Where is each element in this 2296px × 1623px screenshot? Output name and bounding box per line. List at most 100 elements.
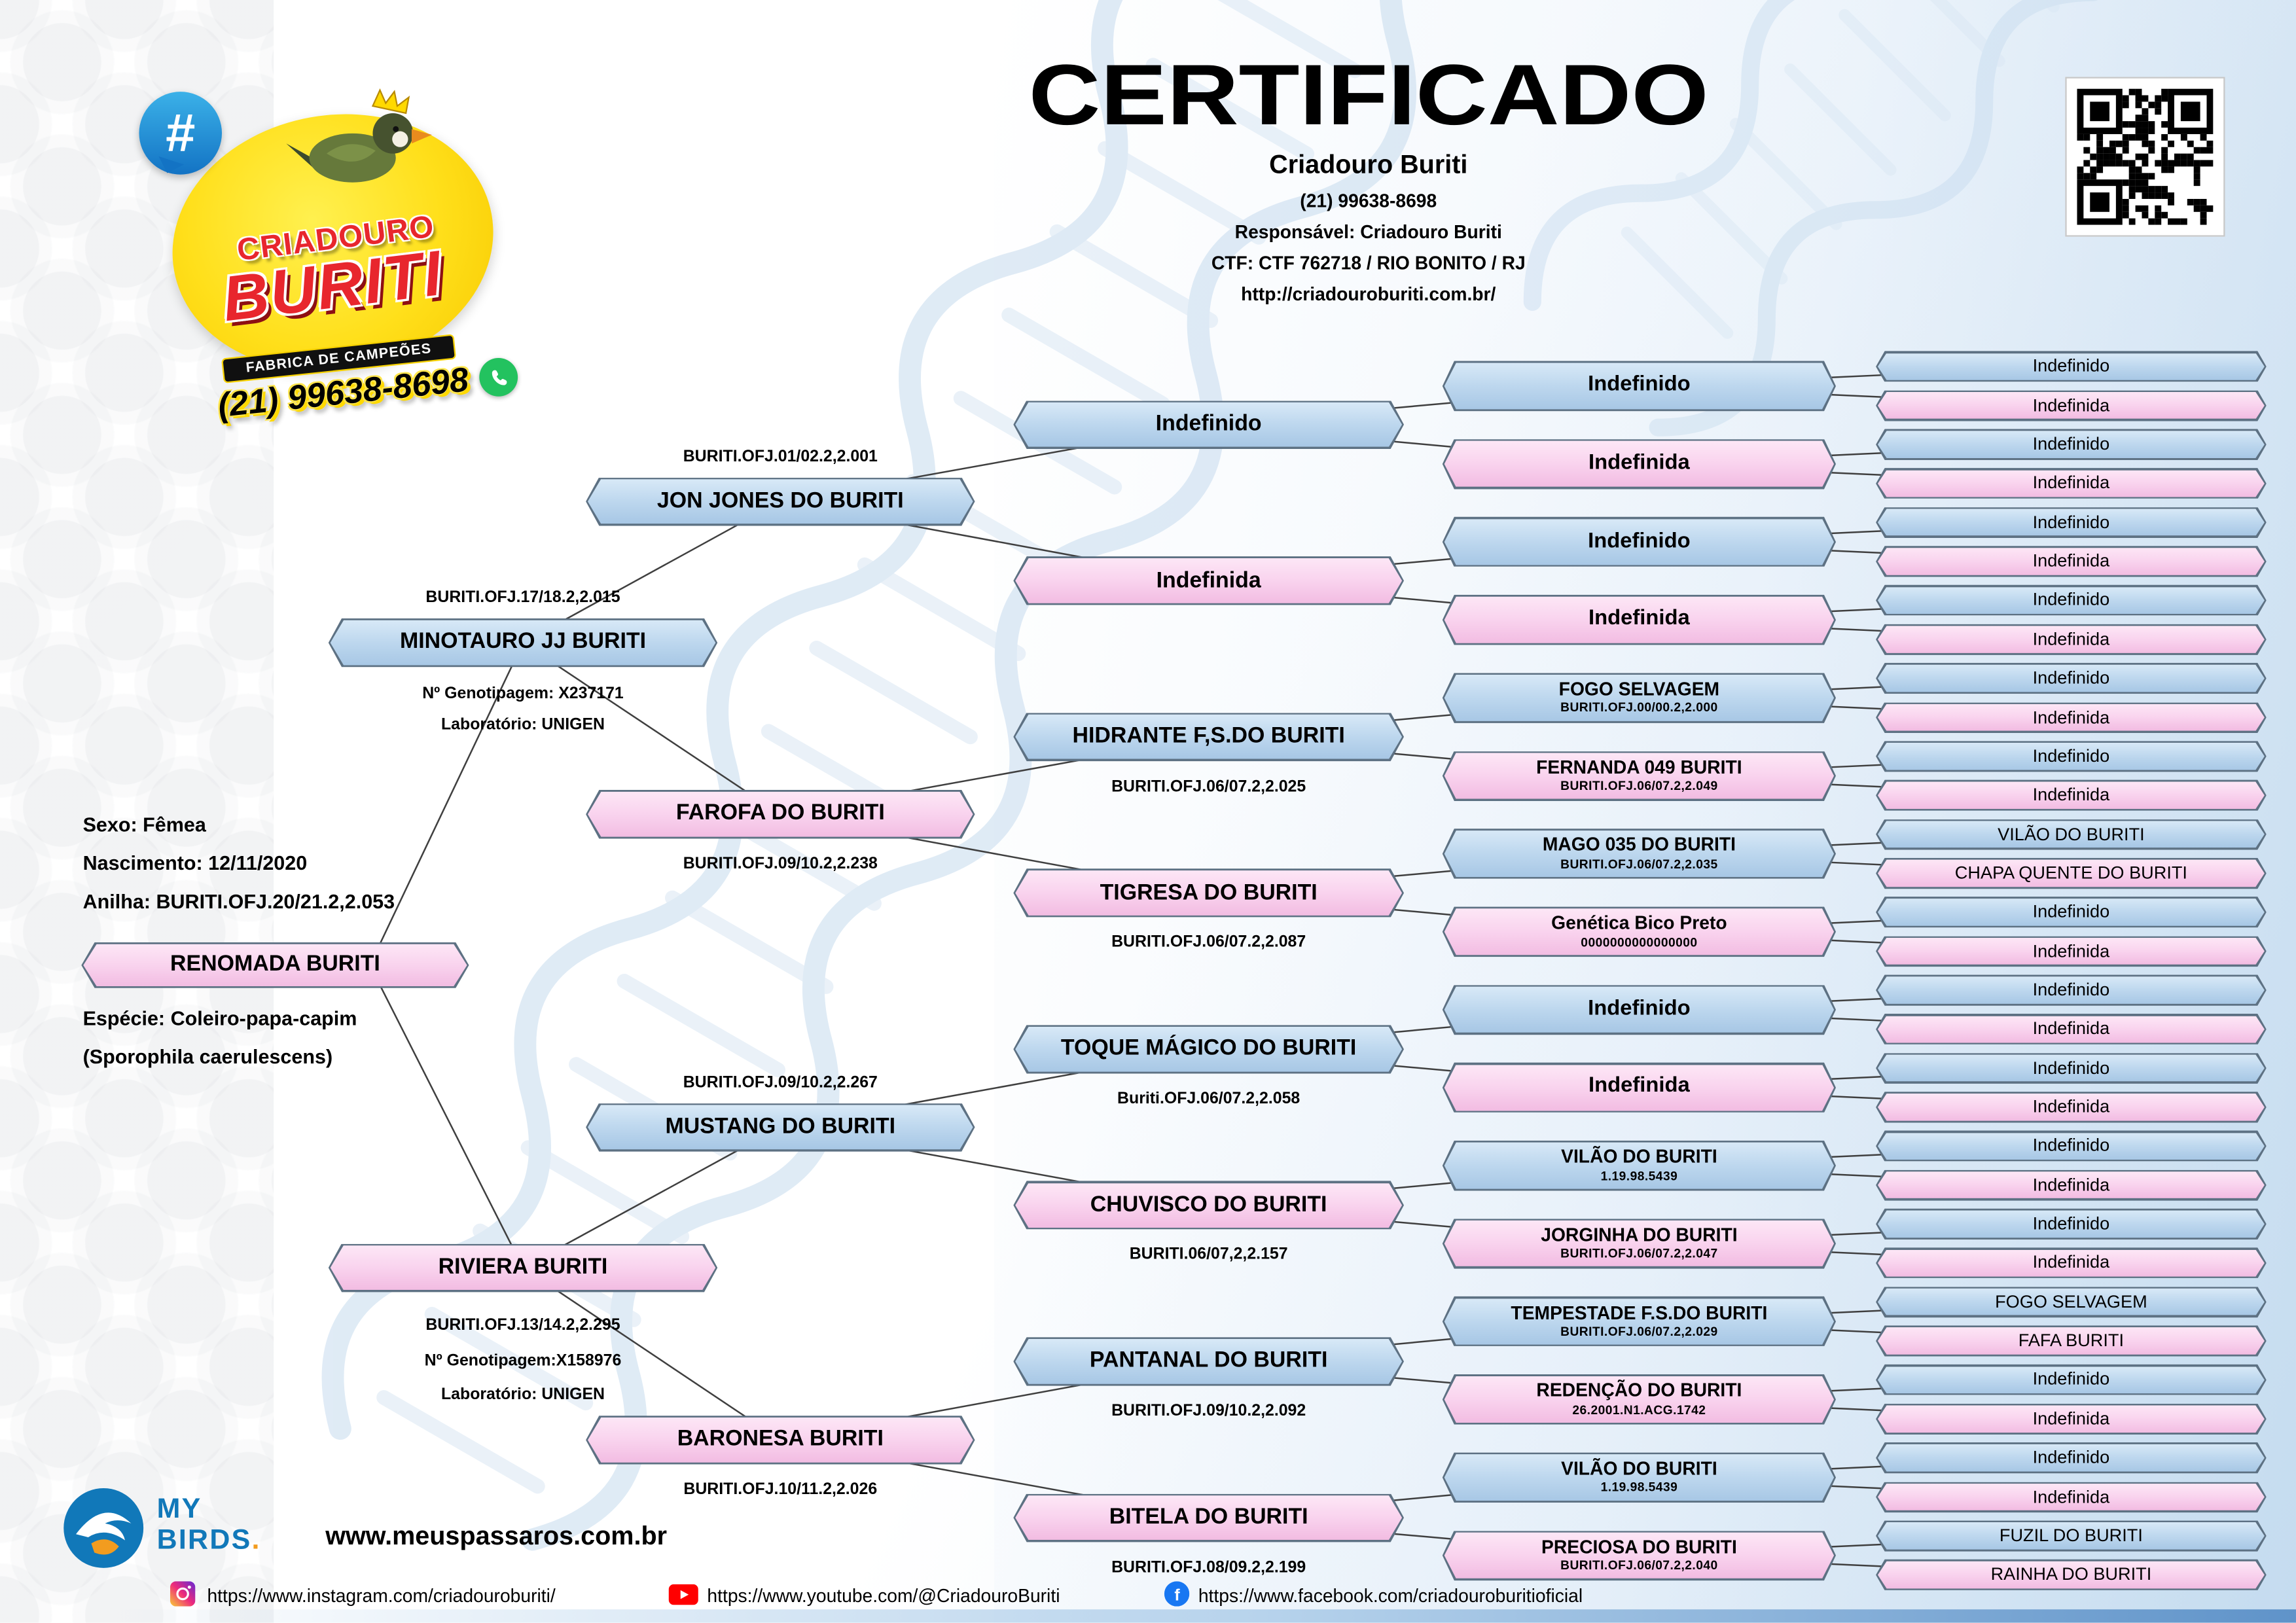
- bird-name: Indefinida: [2032, 1486, 2110, 1507]
- bird-name: Indefinido: [2032, 901, 2110, 922]
- pedigree-box-gen5-15: Indefinido: [1876, 897, 2267, 927]
- pedigree-box-gen3-7: PANTANAL DO BURITI: [1013, 1337, 1404, 1386]
- pedigree-box-gen4-1: Indefinido: [1443, 361, 1836, 412]
- ring-code-label: BURITI.OFJ.06/07.2,2.025: [1111, 777, 1306, 796]
- bird-name: Indefinido: [1588, 529, 1691, 553]
- pedigree-box-gen5-1: Indefinido: [1876, 351, 2267, 382]
- ring-code-label: BURITI.OFJ.01/02.2,2.001: [683, 447, 878, 465]
- pedigree-box-gen5-16: Indefinida: [1876, 936, 2267, 967]
- pedigree-box-gen5-4: Indefinida: [1876, 468, 2267, 499]
- pedigree-box-gen5-5: Indefinido: [1876, 507, 2267, 538]
- page-title: CERTIFICADO: [1028, 47, 1709, 144]
- laboratory-label: Laboratório: UNIGEN: [440, 715, 605, 734]
- bird-name: CHUVISCO DO BURITI: [1090, 1192, 1327, 1217]
- bird-name: Indefinido: [2032, 1135, 2110, 1156]
- bird-name: BARONESA BURITI: [677, 1426, 884, 1452]
- pedigree-box-gen5-12: Indefinida: [1876, 780, 2267, 811]
- youtube-icon: [668, 1584, 698, 1605]
- bird-name: Indefinida: [2032, 628, 2110, 649]
- ring-code-label: BURITI.OFJ.09/10.2,2.238: [683, 855, 878, 873]
- bottom-accent-strip: [0, 1609, 2296, 1623]
- pedigree-box-gen5-28: Indefinida: [1876, 1404, 2267, 1435]
- bird-name: RAINHA DO BURITI: [1990, 1563, 2152, 1585]
- bird-name: MINOTAURO JJ BURITI: [399, 629, 647, 654]
- pedigree-box-gen5-3: Indefinido: [1876, 429, 2267, 459]
- bird-name: Indefinido: [2032, 1368, 2110, 1390]
- pedigree-box-gen5-24: Indefinida: [1876, 1247, 2267, 1278]
- bird-name: Indefinido: [2032, 1057, 2110, 1078]
- bird-name: FAFA BURITI: [2018, 1330, 2125, 1351]
- pedigree-box-gen2-2: FAROFA DO BURITI: [586, 790, 975, 839]
- subject-species-scientific: (Sporophila caerulescens): [82, 1046, 333, 1068]
- ring-code: 26.2001.N1.ACG.1742: [1572, 1402, 1706, 1417]
- bird-name: FAROFA DO BURITI: [675, 800, 885, 827]
- pedigree-box-gen5-26: FAFA BURITI: [1876, 1325, 2267, 1356]
- mybirds-logo-icon: [63, 1488, 144, 1568]
- bird-name: PRECIOSA DO BURITI: [1541, 1536, 1737, 1558]
- ring-code: BURITI.OFJ.06/07.2,2.035: [1560, 856, 1718, 871]
- bird-name: FUZIL DO BURITI: [1999, 1524, 2143, 1546]
- bird-name: TEMPESTADE F.S.DO BURITI: [1511, 1302, 1768, 1323]
- bird-name: Genética Bico Preto: [1551, 912, 1727, 934]
- pedigree-box-gen5-11: Indefinido: [1876, 741, 2267, 772]
- instagram-icon: [170, 1581, 196, 1607]
- bird-name: Indefinido: [2032, 979, 2110, 1000]
- bird-name: Indefinido: [1588, 996, 1691, 1021]
- pedigree-box-gen3-5: TOQUE MÁGICO DO BURITI: [1013, 1025, 1404, 1074]
- bird-name: Indefinida: [2032, 472, 2110, 493]
- bird-name: FOGO SELVAGEM: [1558, 679, 1720, 700]
- pedigree-box-gen5-19: Indefinido: [1876, 1052, 2267, 1083]
- bird-name: Indefinida: [2032, 394, 2110, 416]
- youtube-link: https://www.youtube.com/@CriadouroBuriti: [707, 1586, 1060, 1607]
- ring-code-label: Buriti.OFJ.06/07.2,2.058: [1117, 1090, 1300, 1108]
- pedigree-box-gen3-4: TIGRESA DO BURITI: [1013, 868, 1404, 918]
- bird-name: REDENÇÃO DO BURITI: [1536, 1380, 1742, 1402]
- ring-code: BURITI.OFJ.06/07.2,2.040: [1560, 1558, 1718, 1573]
- bird-name: CHAPA QUENTE DO BURITI: [1954, 862, 2187, 883]
- svg-text:f: f: [1174, 1586, 1180, 1605]
- bird-name: Indefinida: [2032, 706, 2110, 727]
- bird-name: VILÃO DO BURITI: [1561, 1458, 1717, 1480]
- facebook-link: https://www.facebook.com/criadouroburiti…: [1198, 1586, 1583, 1607]
- ring-code-label: BURITI.OFJ.09/10.2,2.092: [1111, 1402, 1306, 1420]
- bird-name: TOQUE MÁGICO DO BURITI: [1060, 1035, 1357, 1061]
- ring-code: 0000000000000000: [1581, 934, 1698, 950]
- subject-birthdate: Nascimento: 12/11/2020: [82, 851, 308, 874]
- bird-name: FERNANDA 049 BURITI: [1536, 757, 1742, 778]
- pedigree-box-gen4-3: Indefinido: [1443, 517, 1836, 567]
- bird-name: MAGO 035 DO BURITI: [1542, 834, 1736, 856]
- pedigree-box-gen1-1: MINOTAURO JJ BURITI: [329, 618, 717, 668]
- ring-code-label: BURITI.OFJ.06/07.2,2.087: [1111, 933, 1306, 952]
- pedigree-box-gen5-27: Indefinido: [1876, 1364, 2267, 1395]
- pedigree-box-gen5-8: Indefinida: [1876, 624, 2267, 654]
- hashtag-icon: #: [139, 92, 223, 175]
- header-ctf: CTF: CTF 762718 / RIO BONITO / RJ: [1211, 253, 1526, 274]
- ring-code: BURITI.OFJ.06/07.2,2.029: [1560, 1324, 1718, 1339]
- pedigree-box-gen5-29: Indefinido: [1876, 1442, 2267, 1473]
- bird-name: Indefinido: [2032, 1213, 2110, 1234]
- subject-species: Espécie: Coleiro-papa-capim: [82, 1007, 357, 1030]
- ring-code: BURITI.OFJ.06/07.2,2.049: [1560, 778, 1718, 793]
- pedigree-box-gen5-22: Indefinida: [1876, 1169, 2267, 1200]
- pedigree-box-gen4-4: Indefinida: [1443, 595, 1836, 645]
- mybirds-brand-top: MY: [156, 1493, 202, 1525]
- bird-name: Indefinido: [2032, 433, 2110, 454]
- pedigree-box-gen5-21: Indefinido: [1876, 1131, 2267, 1162]
- bird-name: VILÃO DO BURITI: [1998, 823, 2145, 844]
- pedigree-box-gen5-2: Indefinida: [1876, 390, 2267, 421]
- certificate-header: CERTIFICADO Criadouro Buriti (21) 99638-…: [888, 47, 1849, 304]
- ring-code-label: BURITI.OFJ.08/09.2,2.199: [1111, 1558, 1306, 1577]
- ring-code-label: BURITI.06/07,2,2.157: [1129, 1245, 1288, 1264]
- bird-name: Indefinida: [2032, 1252, 2110, 1273]
- pedigree-box-gen5-30: Indefinida: [1876, 1482, 2267, 1512]
- pedigree-box-gen1-2: RIVIERA BURITI: [329, 1243, 717, 1293]
- pedigree-box-gen5-9: Indefinido: [1876, 663, 2267, 694]
